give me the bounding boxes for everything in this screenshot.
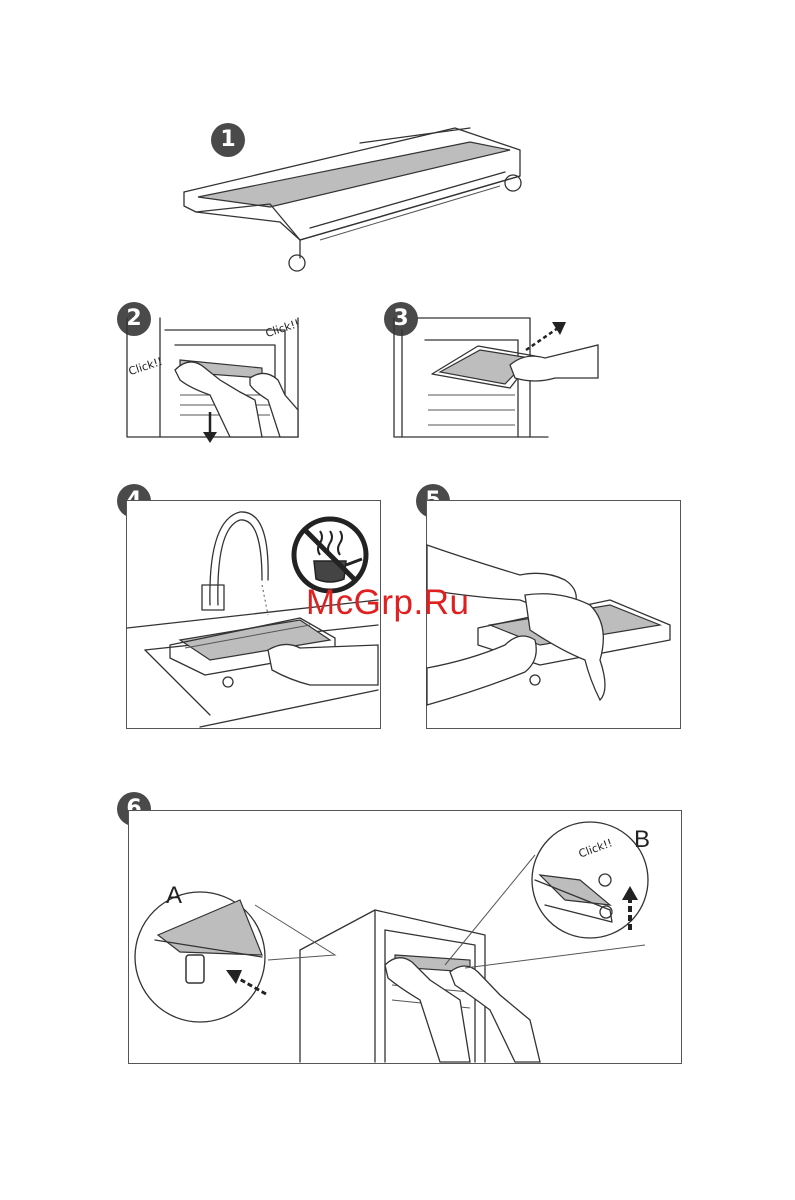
- detail-label-b: B: [634, 826, 650, 854]
- watermark: McGrp.Ru: [306, 583, 469, 623]
- step-6-illustration: [0, 0, 795, 1070]
- arrow-up-icon: [620, 882, 640, 932]
- detail-label-a: A: [166, 882, 182, 910]
- arrow-diagonal-icon: [222, 962, 272, 998]
